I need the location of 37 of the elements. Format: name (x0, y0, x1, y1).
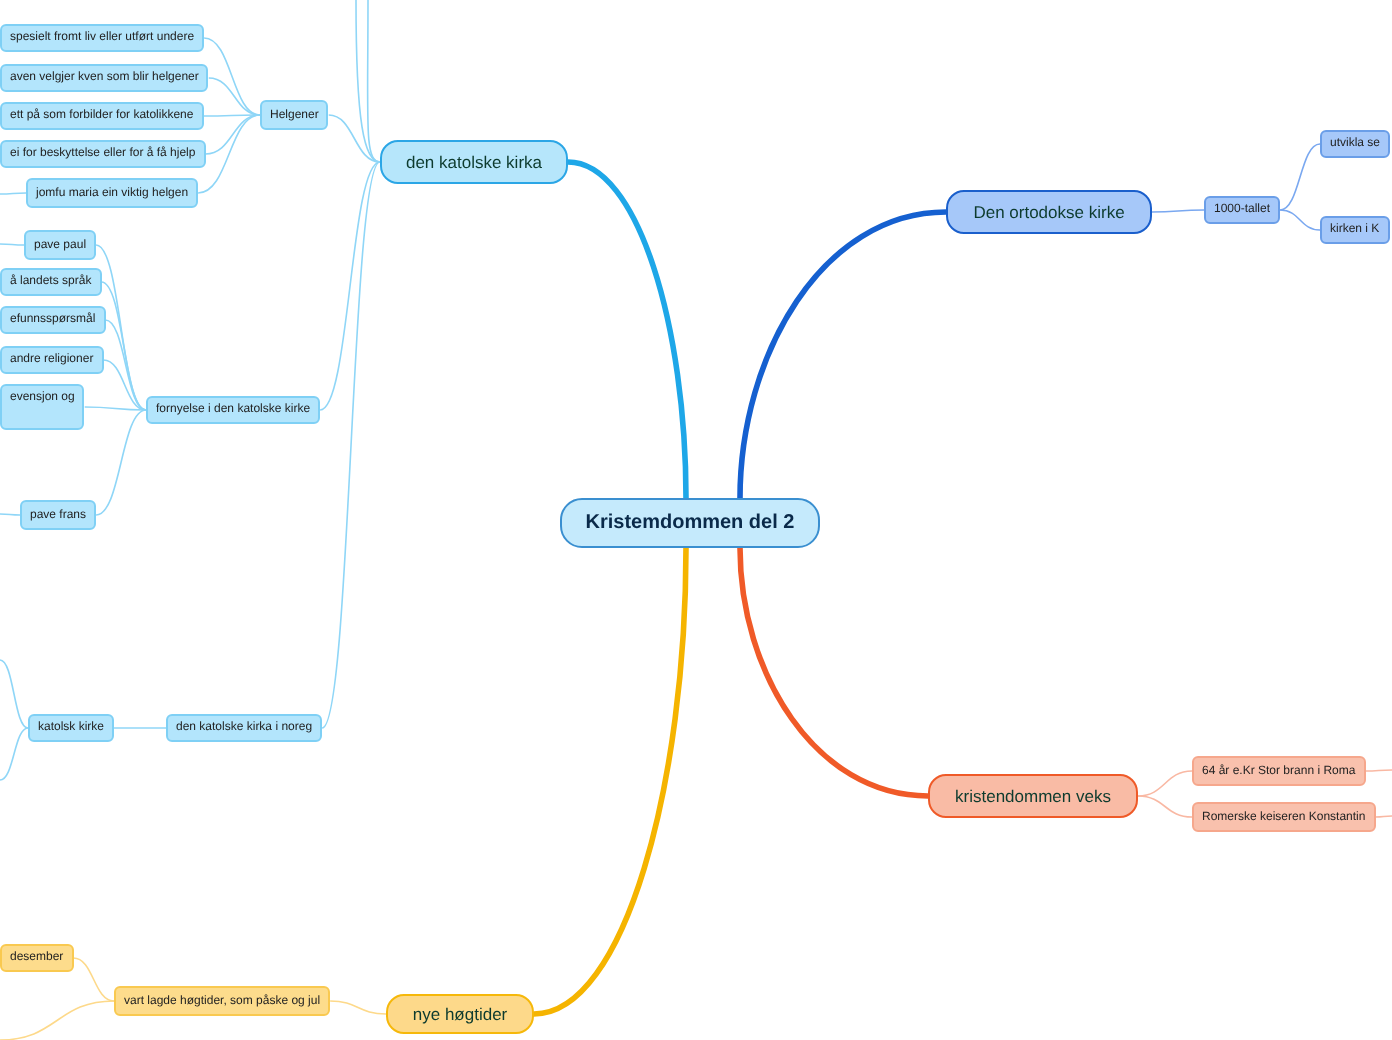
topic-node: Den ortodokse kirke (946, 190, 1152, 234)
connector-line (204, 114, 261, 155)
connector-line (329, 1000, 387, 1015)
topic-node: kristendommen veks (928, 774, 1138, 818)
connector-line (197, 114, 261, 194)
central-topic: Kristemdommen del 2 (560, 498, 820, 548)
connector-line (0, 1000, 115, 1040)
connector-line (737, 547, 929, 799)
topic-node: nye høgtider (386, 994, 534, 1034)
connector-line (0, 727, 29, 781)
connector-line (1279, 143, 1321, 211)
connector-line (1137, 770, 1193, 797)
connector-line (1279, 209, 1321, 231)
connector-line (203, 37, 261, 116)
connector-line (319, 161, 381, 411)
topic-node: den katolske kirka (380, 140, 568, 184)
connector-line (95, 409, 147, 516)
connector-line (1374, 815, 1392, 818)
connector-line (0, 659, 29, 729)
connector-line (113, 727, 167, 729)
connector-line (327, 114, 381, 163)
connector-line (321, 161, 381, 729)
connector-line (567, 159, 689, 499)
connector-line (737, 209, 947, 499)
connector-line (102, 359, 147, 411)
connector-line (83, 406, 147, 411)
connector-line (0, 513, 21, 516)
connector-line (1151, 209, 1205, 213)
connector-line (1137, 795, 1193, 818)
connector-line (1364, 769, 1392, 772)
connector-line (72, 957, 115, 1002)
connector-line (208, 77, 261, 116)
connector-line (533, 547, 689, 1017)
connector-line (104, 319, 147, 411)
connector-line (0, 192, 27, 195)
connector-line (366, 0, 381, 163)
connector-line (0, 243, 25, 246)
